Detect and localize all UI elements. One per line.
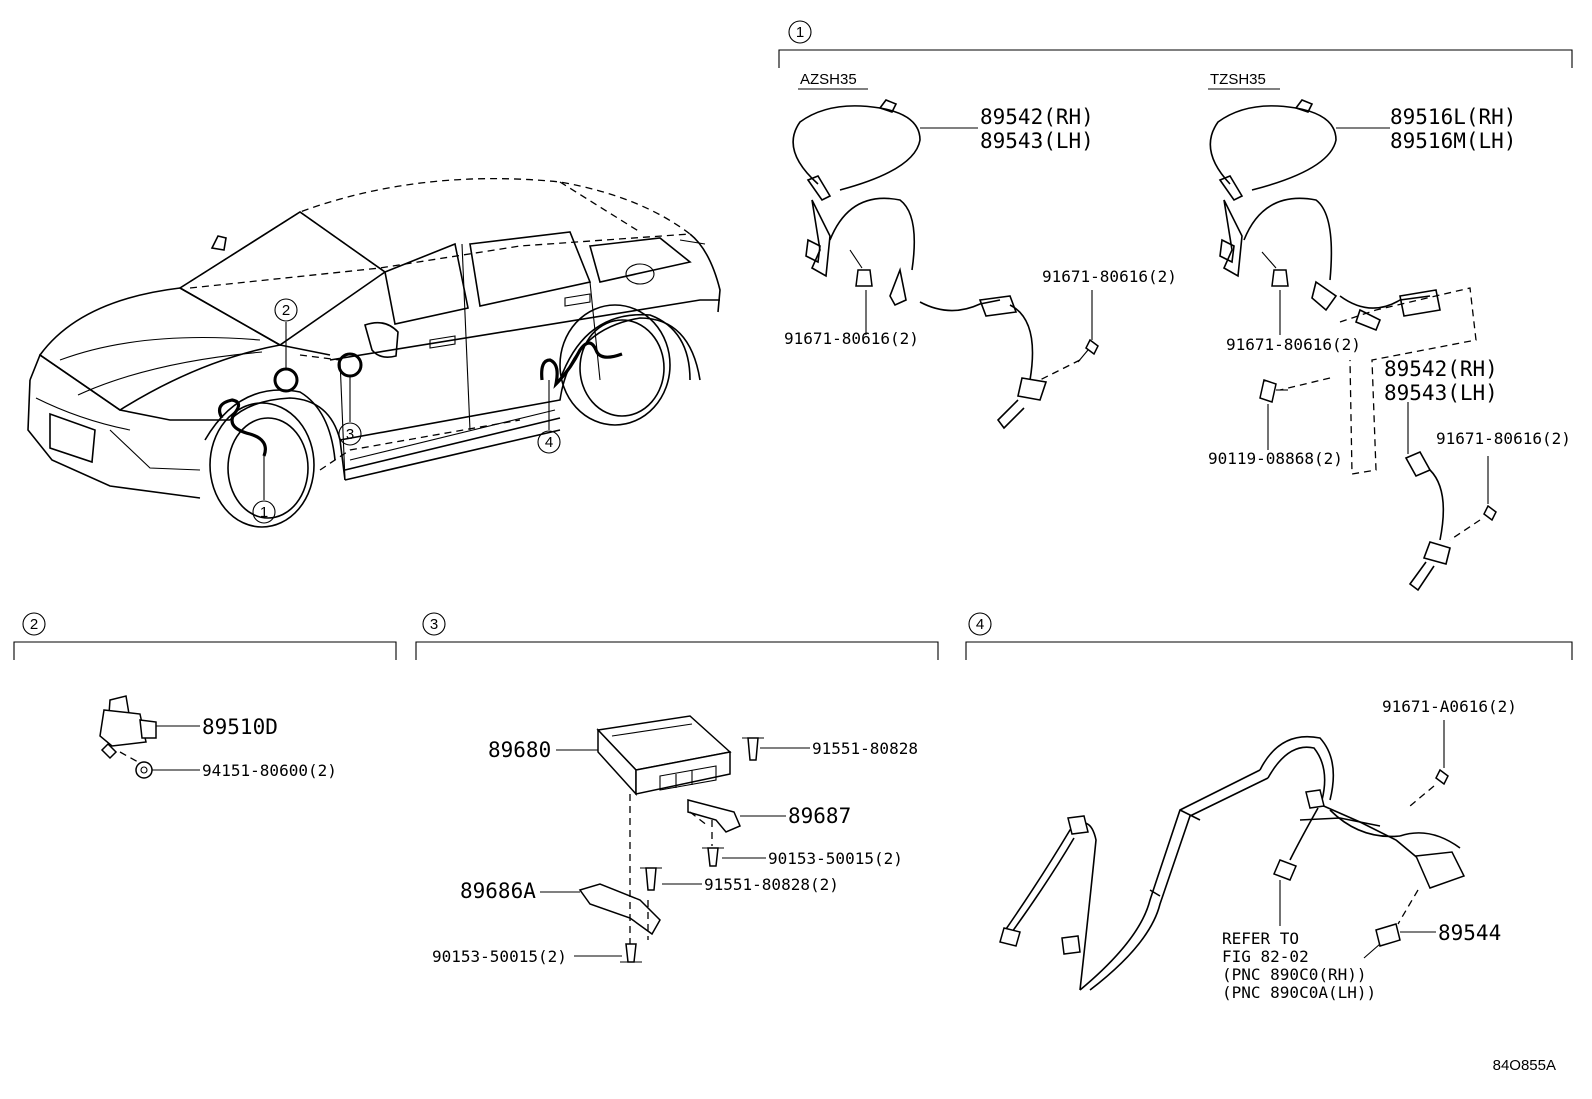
section-4: 4 (965, 612, 1573, 1002)
label-91671-80616-left: 91671-80616(2) (784, 329, 919, 348)
bracket-89687 (687, 799, 741, 833)
label-89687: 89687 (788, 804, 851, 828)
label-91551-80828-2: 91551-80828(2) (704, 875, 839, 894)
section-2-number: 2 (30, 616, 38, 633)
bracket-89686a (578, 883, 661, 936)
right-speed-sensor (1209, 99, 1441, 332)
refer-line-1: REFER TO (1222, 929, 1299, 948)
car-callout-3: 3 (338, 422, 362, 446)
bolt-icon (620, 943, 642, 963)
label-91671-a0616: 91671-A0616(2) (1382, 697, 1517, 716)
label-89516l-rh: 89516L(RH) (1390, 105, 1516, 129)
marker-2-circle (273, 367, 299, 393)
svg-text:3: 3 (346, 426, 354, 443)
car-callout-4: 4 (537, 430, 561, 454)
figure-id: 84O855A (1493, 1057, 1556, 1074)
section-1: 1 AZSH35 (778, 20, 1573, 592)
refer-line-2: FIG 82-02 (1222, 947, 1309, 966)
bolt-icon (1435, 768, 1449, 786)
bolt-icon (640, 867, 662, 891)
refer-line-4: (PNC 890C0A(LH)) (1222, 983, 1376, 1002)
label-89686a: 89686A (460, 879, 536, 903)
label-89680: 89680 (488, 738, 551, 762)
bolt-icon (1261, 251, 1289, 287)
bolt-icon (1259, 379, 1288, 403)
label-89542-rh: 89542(RH) (980, 105, 1094, 129)
control-module (596, 715, 732, 796)
label-90153-50015-bottom: 90153-50015(2) (432, 947, 567, 966)
label-91671-80616-tz-a: 91671-80616(2) (1226, 335, 1361, 354)
nut-icon (135, 761, 153, 779)
left-speed-sensor (792, 99, 1048, 430)
label-94151-80600: 94151-80600(2) (202, 761, 337, 780)
section-1-number: 1 (796, 24, 804, 41)
variant-tzsh35: TZSH35 (1210, 71, 1266, 88)
label-91671-80616-right: 91671-80616(2) (1042, 267, 1177, 286)
label-89510d: 89510D (202, 715, 278, 739)
variant-azsh35: AZSH35 (800, 71, 857, 88)
label-89543-lh: 89543(LH) (980, 129, 1094, 153)
label-89516m-lh: 89516M(LH) (1390, 129, 1516, 153)
sensor-harness (999, 736, 1466, 991)
bolt-icon (1077, 338, 1099, 363)
label-90153-50015-mid: 90153-50015(2) (768, 849, 903, 868)
label-89544: 89544 (1438, 921, 1501, 945)
svg-text:1: 1 (260, 504, 268, 521)
label-90119-08868: 90119-08868(2) (1208, 449, 1343, 468)
bolt-icon (849, 249, 873, 287)
wheel-speed-sensor-89544 (1363, 923, 1401, 959)
car-callout-1: 1 (252, 500, 276, 524)
sub-speed-sensor (1404, 450, 1451, 592)
section-3-number: 3 (430, 616, 438, 633)
svg-text:2: 2 (282, 302, 290, 319)
label-89543-lh-tz: 89543(LH) (1384, 381, 1498, 405)
label-89542-rh-tz: 89542(RH) (1384, 357, 1498, 381)
vehicle-illustration: 2 3 4 1 (27, 177, 721, 528)
section-3: 3 (415, 612, 939, 966)
bolt-icon (1483, 504, 1497, 522)
label-91671-80616-tz-c: 91671-80616(2) (1436, 429, 1571, 448)
yaw-rate-sensor (99, 695, 157, 760)
svg-text:4: 4 (545, 434, 553, 451)
car-callout-2: 2 (274, 298, 298, 322)
label-91551-80828: 91551-80828 (812, 739, 918, 758)
refer-line-3: (PNC 890C0(RH)) (1222, 965, 1367, 984)
section-4-number: 4 (976, 616, 984, 633)
bolt-icon (742, 737, 764, 761)
bolt-icon (702, 847, 724, 867)
section-2: 2 89510D 94151-80600(2) (13, 612, 397, 780)
